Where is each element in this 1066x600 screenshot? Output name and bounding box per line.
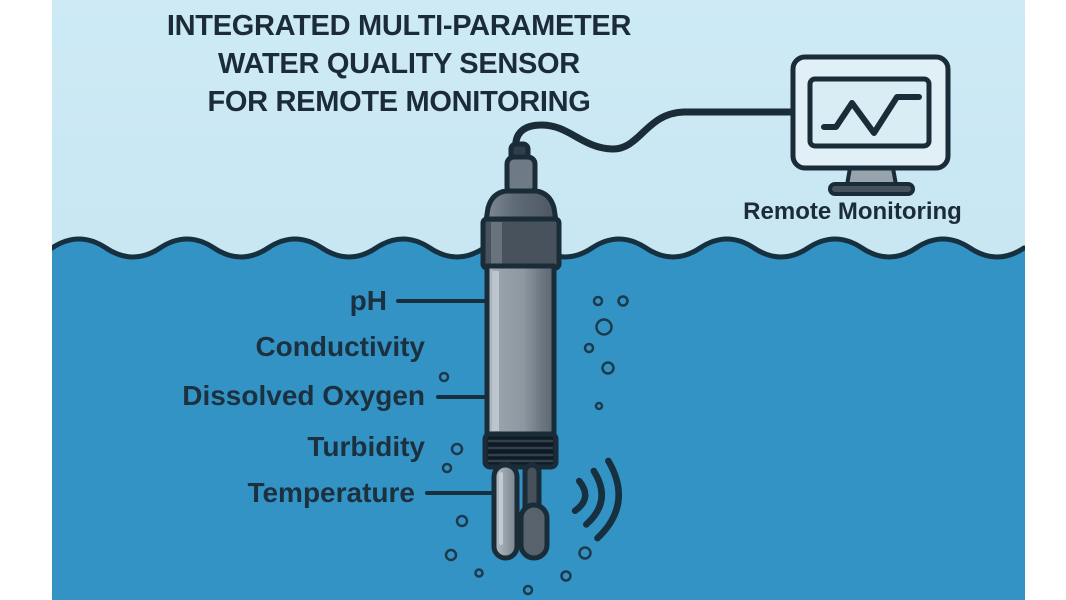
- body-highlight: [492, 271, 499, 431]
- sensor-cap: [504, 154, 538, 197]
- signal-arc-medium: [583, 467, 605, 528]
- bubble: [444, 548, 458, 562]
- label-temperature: Temperature: [247, 477, 415, 508]
- title-line-1: INTEGRATED MULTI-PARAMETER: [166, 10, 632, 42]
- collar-highlight: [491, 222, 502, 265]
- label-ph: pH: [349, 285, 387, 316]
- bubble: [594, 401, 604, 411]
- signal-arc-large: [594, 457, 622, 542]
- bubble: [438, 371, 450, 383]
- bubble: [441, 462, 453, 474]
- cable: [512, 108, 797, 164]
- bubble: [560, 570, 572, 582]
- bubbles: [438, 295, 629, 596]
- monitor-icon: [790, 54, 951, 196]
- illustration-artwork: [52, 0, 1025, 600]
- bubble: [522, 584, 534, 596]
- bubble: [592, 295, 604, 307]
- probe-left: [491, 462, 520, 561]
- label-turbidity: Turbidity: [307, 431, 425, 462]
- bubble: [578, 546, 592, 560]
- sensor-shoulder: [483, 188, 559, 224]
- bubble: [455, 514, 469, 528]
- bubble: [450, 442, 464, 456]
- sensor-probe: [480, 141, 562, 561]
- remote-monitoring-label: Remote Monitoring: [743, 198, 962, 225]
- bubble: [601, 361, 615, 375]
- thread-ridges: [487, 439, 554, 463]
- illustration-area: INTEGRATED MULTI-PARAMETER WATER QUALITY…: [52, 0, 1025, 600]
- line-chart-icon: [821, 94, 922, 136]
- page-title: INTEGRATED MULTI-PARAMETER WATER QUALITY…: [52, 7, 746, 121]
- label-dissolved-oxygen: Dissolved Oxygen: [182, 380, 425, 411]
- label-conductivity: Conductivity: [255, 331, 425, 362]
- bubble: [583, 342, 595, 354]
- signal-waves-icon: [571, 457, 622, 542]
- probe-right-bulb: [518, 502, 550, 561]
- leader-lines: [396, 299, 495, 495]
- title-line-2: WATER QUALITY SENSOR: [218, 48, 580, 80]
- bubble: [474, 568, 484, 578]
- monitor-base: [828, 182, 915, 196]
- bubble: [617, 295, 629, 307]
- monitor-screen: [807, 76, 932, 149]
- bubble: [595, 318, 613, 336]
- signal-arc-small: [571, 477, 589, 515]
- title-line-3: FOR REMOTE MONITORING: [207, 86, 591, 118]
